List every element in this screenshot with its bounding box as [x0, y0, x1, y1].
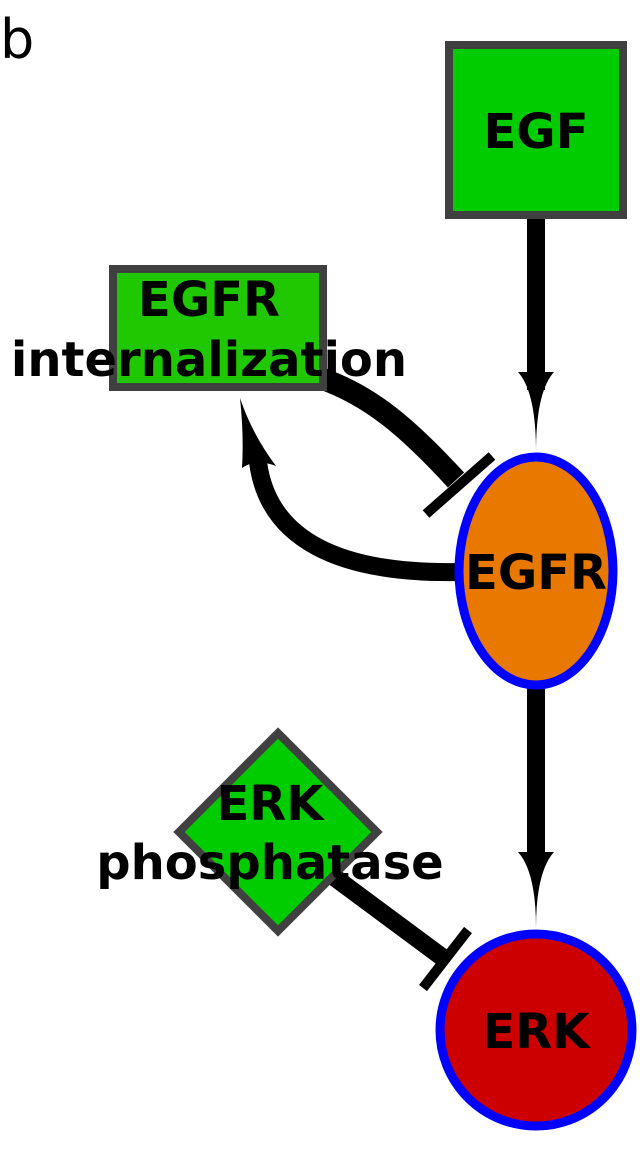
edge-egfr-to-erk [518, 686, 554, 928]
edge-egfr-erk-arrowhead [518, 852, 554, 928]
node-egfr-ellipse [454, 452, 618, 690]
node-erk-phosphatase: ERK phosphatase [96, 727, 444, 937]
edge-phosphatase-erk-tbar [419, 926, 472, 992]
node-erk-phosphatase-label-line2: phosphatase [96, 835, 443, 891]
node-egfr-internalization-box [109, 265, 327, 391]
node-egf-label: EGF [484, 104, 589, 160]
edge-internalization-egfr-shaft [316, 367, 465, 488]
node-erk-phosphatase-diamond [173, 727, 383, 937]
edge-egfr-internalization-arrowhead [240, 398, 276, 468]
node-erk-label: ERK [483, 1004, 592, 1060]
node-egfr-internalization: EGFR internalization [11, 265, 407, 391]
node-erk-phosphatase-label-line1: ERK [217, 776, 326, 832]
node-egf-box [445, 41, 627, 219]
node-egfr-label: EGFR [465, 545, 607, 601]
node-erk-circle [435, 929, 637, 1131]
node-egfr-internalization-label-line2: internalization [11, 332, 407, 388]
edge-phosphatase-inhibits-erk [324, 866, 472, 992]
edge-internalization-egfr-tbar [422, 452, 496, 518]
edge-egfr-to-internalization [240, 398, 459, 582]
node-egfr: EGFR [454, 452, 618, 690]
edge-egf-to-egfr [518, 218, 554, 452]
node-egf: EGF [445, 41, 627, 219]
edge-internalization-inhibits-egfr [316, 367, 496, 518]
edge-egf-egfr-arrowhead [518, 372, 554, 452]
node-erk: ERK [435, 929, 637, 1131]
edge-phosphatase-erk-shaft [324, 866, 452, 968]
edge-egfr-internalization-curve [249, 460, 459, 582]
node-egfr-internalization-label-line1: EGFR [138, 272, 280, 328]
panel-label: b [0, 8, 34, 71]
